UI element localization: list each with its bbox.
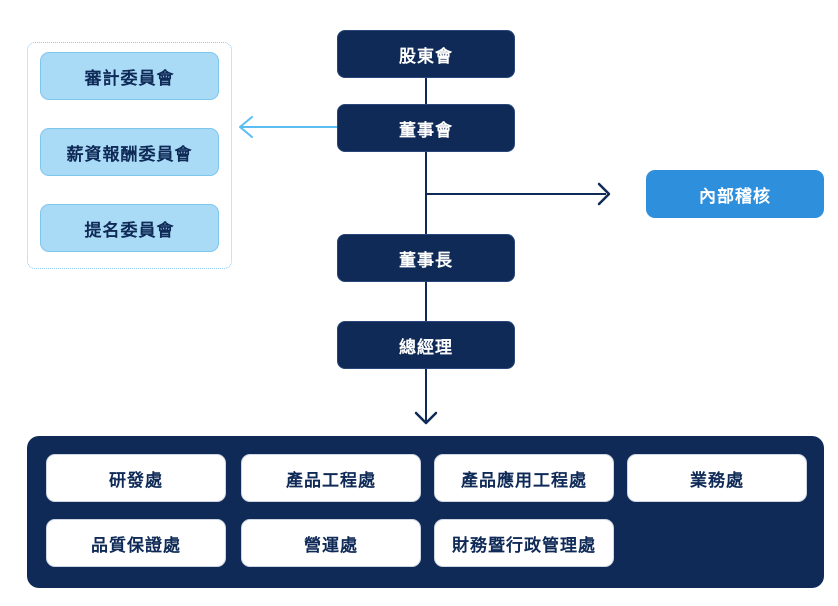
committee-label: 薪資報酬委員會 bbox=[66, 144, 193, 165]
committee-panel bbox=[27, 42, 232, 269]
committee-node-nomination: 提名委員會 bbox=[40, 204, 219, 252]
department-node: 財務暨行政管理處 bbox=[434, 519, 614, 567]
department-label: 營運處 bbox=[304, 535, 358, 556]
connector-to-audit bbox=[426, 193, 606, 195]
chairman-node: 董事長 bbox=[337, 234, 515, 282]
committee-label: 審計委員會 bbox=[84, 68, 175, 89]
committee-label: 提名委員會 bbox=[84, 220, 175, 241]
department-label: 業務處 bbox=[690, 470, 744, 491]
department-node: 業務處 bbox=[627, 454, 807, 502]
department-label: 財務暨行政管理處 bbox=[452, 535, 596, 556]
shareholders-label: 股東會 bbox=[399, 46, 453, 67]
department-node: 營運處 bbox=[241, 519, 421, 567]
internal-audit-label: 內部稽核 bbox=[699, 186, 771, 207]
department-label: 品質保證處 bbox=[91, 535, 181, 556]
chairman-label: 董事長 bbox=[399, 250, 453, 271]
connector-shareholders-board bbox=[425, 78, 427, 104]
internal-audit-node: 內部稽核 bbox=[646, 170, 824, 218]
connector-chairman-gm bbox=[425, 282, 427, 321]
committee-node-compensation: 薪資報酬委員會 bbox=[40, 128, 219, 176]
department-node: 研發處 bbox=[46, 454, 226, 502]
board-label: 董事會 bbox=[399, 120, 453, 141]
audit-arrowhead bbox=[597, 182, 611, 206]
connector-gm-departments bbox=[425, 369, 427, 421]
departments-arrowhead bbox=[414, 411, 438, 425]
shareholders-node: 股東會 bbox=[337, 30, 515, 78]
committee-arrowhead bbox=[239, 116, 253, 138]
department-node: 品質保證處 bbox=[46, 519, 226, 567]
board-node: 董事會 bbox=[337, 104, 515, 152]
general-manager-node: 總經理 bbox=[337, 321, 515, 369]
department-node: 產品應用工程處 bbox=[434, 454, 614, 502]
department-label: 研發處 bbox=[109, 470, 163, 491]
department-label: 產品應用工程處 bbox=[461, 470, 587, 491]
general-manager-label: 總經理 bbox=[399, 337, 453, 358]
department-node: 產品工程處 bbox=[241, 454, 421, 502]
department-label: 產品工程處 bbox=[286, 470, 376, 491]
committee-node-audit: 審計委員會 bbox=[40, 52, 219, 100]
